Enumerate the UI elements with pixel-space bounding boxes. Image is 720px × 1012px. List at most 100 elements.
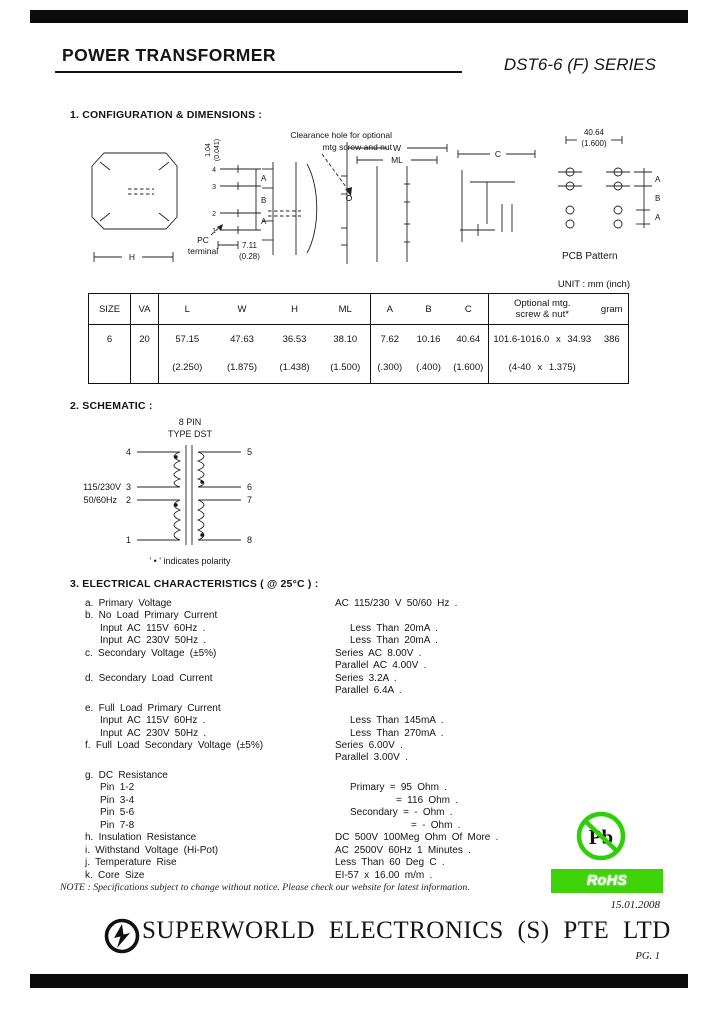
cell-ml-in: (1.500) bbox=[330, 362, 361, 373]
spec-value: Less Than 20mA . bbox=[350, 622, 438, 634]
pc-terminal-label-2: terminal bbox=[188, 246, 218, 256]
col-a: A bbox=[370, 293, 409, 325]
rear-view-drawing: W ML bbox=[341, 142, 448, 264]
schematic-pin3: 3 bbox=[126, 482, 131, 492]
spec-label: e. Full Load Primary Current bbox=[85, 702, 221, 714]
spec-value bbox=[335, 703, 660, 715]
cell-l-in: (2.250) bbox=[158, 355, 216, 384]
spec-label: a. Primary Voltage bbox=[85, 598, 172, 609]
spec-row: Parallel AC 4.00V . bbox=[85, 660, 660, 672]
spec-row: Input AC 115V 60Hz .Less Than 145mA . bbox=[85, 715, 660, 727]
footer-note: NOTE : Specifications subject to change … bbox=[60, 882, 470, 893]
table-row-inch: (2.250) (1.875) (1.438) (1.500) (.300) (… bbox=[89, 355, 629, 384]
spec-value: DC 500V 100Meg Ohm Of More . bbox=[335, 832, 499, 844]
spec-value: Parallel 6.4A . bbox=[335, 685, 402, 697]
cell-b-mm: 10.16 bbox=[416, 334, 441, 345]
cell-gram-blank bbox=[596, 355, 629, 384]
primary-frequency-label: 50/60Hz bbox=[83, 495, 117, 505]
spec-value: Less Than 145mA . bbox=[350, 715, 444, 727]
scan-edge-bottom bbox=[30, 974, 688, 988]
title-underline bbox=[55, 71, 462, 73]
spec-value: Parallel 3.00V . bbox=[335, 752, 408, 764]
dim-h-label: H bbox=[129, 252, 135, 262]
dim-ml-label: ML bbox=[391, 155, 403, 165]
spec-value: AC 115/230 V 50/60 Hz . bbox=[335, 598, 458, 609]
spec-label: Input AC 115V 60Hz . bbox=[100, 622, 206, 634]
pcb-dim-label: 40.64 bbox=[584, 128, 605, 137]
spec-value: Less Than 60 Deg C . bbox=[335, 857, 445, 869]
spec-label: c. Secondary Voltage (±5%) bbox=[85, 647, 217, 659]
col-h: H bbox=[268, 293, 321, 325]
cell-w-mm: 47.63 bbox=[230, 334, 254, 345]
cell-screw-in: (4-40 x 1.375) bbox=[488, 355, 596, 384]
spec-row: f. Full Load Secondary Voltage (±5%)Seri… bbox=[85, 740, 660, 752]
spec-label: j. Temperature Rise bbox=[85, 857, 177, 869]
pc-terminal-label-1: PC bbox=[197, 235, 209, 245]
col-c: C bbox=[448, 293, 489, 325]
spec-label bbox=[85, 660, 335, 672]
cell-ml-mm: 38.10 bbox=[333, 334, 358, 345]
spec-value: Primary = 95 Ohm . bbox=[350, 782, 447, 794]
schematic-type-line1: 8 PIN bbox=[179, 417, 202, 427]
spec-value: Less Than 20mA . bbox=[350, 635, 438, 647]
spec-row: Input AC 230V 50Hz . Less Than 20mA . bbox=[85, 635, 660, 647]
spec-value bbox=[335, 770, 660, 782]
dim-c-label: C bbox=[495, 149, 501, 159]
col-w: W bbox=[215, 293, 269, 325]
spec-value: Series AC 8.00V . bbox=[335, 647, 422, 659]
schematic-pin2: 2 bbox=[126, 495, 131, 505]
col-l: L bbox=[158, 293, 216, 325]
dim-711-label: 7.11 bbox=[242, 241, 258, 250]
cell-b-in: (.400) bbox=[416, 362, 441, 373]
spec-row: Parallel 6.4A . bbox=[85, 685, 660, 697]
page-number: PG. 1 bbox=[635, 951, 661, 962]
spec-value bbox=[335, 610, 660, 622]
spec-label: Input AC 230V 50Hz . bbox=[100, 727, 207, 739]
spec-label bbox=[85, 752, 335, 764]
company-name: SUPERWORLD ELECTRONICS (S) PTE LTD bbox=[142, 917, 671, 944]
spec-label: b. No Load Primary Current bbox=[85, 610, 218, 622]
primary-voltage-label: 115/230V bbox=[83, 482, 121, 492]
cell-w-in: (1.875) bbox=[226, 362, 258, 373]
dimension-drawings: H 4 3 2 1 A B A 7.11 (0.28) PC terminal bbox=[91, 128, 661, 264]
pcb-dim-a2-label: A bbox=[655, 213, 661, 222]
spec-value: EI-57 x 16.00 m/m . bbox=[335, 869, 433, 881]
pcb-pattern-caption: PCB Pattern bbox=[562, 251, 618, 262]
spec-label: i. Withstand Voltage (Hi-Pot) bbox=[85, 844, 219, 856]
section3-title: 3. ELECTRICAL CHARACTERISTICS ( @ 25°C )… bbox=[70, 578, 319, 590]
spec-label: Input AC 230V 50Hz . bbox=[100, 635, 207, 647]
col-va: VA bbox=[130, 293, 159, 325]
cell-size-blank bbox=[89, 355, 131, 384]
col-screw: Optional mtg. screw & nut* bbox=[488, 293, 596, 325]
page-title: POWER TRANSFORMER bbox=[62, 45, 276, 65]
pcb-dim-b-label: B bbox=[655, 194, 660, 203]
spec-label bbox=[85, 685, 335, 697]
side-view-drawing: 1.04 (0.041) bbox=[205, 139, 318, 255]
pin3-label: 3 bbox=[212, 184, 216, 191]
section2-title: 2. SCHEMATIC : bbox=[70, 400, 153, 412]
revision-date: 15.01.2008 bbox=[610, 899, 661, 911]
spec-label: f. Full Load Secondary Voltage (±5%) bbox=[85, 739, 264, 751]
dimension-table: SIZE VA L W H ML A B C Optional mtg. scr… bbox=[88, 293, 629, 384]
front-view-drawing: H bbox=[91, 152, 178, 262]
cell-size: 6 bbox=[106, 334, 113, 345]
spec-label: d. Secondary Load Current bbox=[85, 672, 213, 684]
pin-thickness-label: 1.04 bbox=[205, 143, 212, 157]
company-logo-icon bbox=[104, 918, 140, 959]
pcb-dim-inch-label: (1.600) bbox=[581, 139, 607, 148]
col-gram: gram bbox=[595, 293, 629, 325]
top-view-drawing: C bbox=[457, 149, 536, 242]
spec-value: = - Ohm . bbox=[411, 819, 461, 831]
scan-edge-top bbox=[30, 10, 688, 23]
pcb-pattern-drawing: 40.64 (1.600) A B A PCB Pattern bbox=[558, 128, 661, 262]
unit-note: UNIT : mm (inch) bbox=[557, 279, 630, 290]
pin1-label: 1 bbox=[212, 228, 216, 235]
spec-value: Parallel AC 4.00V . bbox=[335, 660, 427, 672]
clearance-label-2: mtg screw and nut bbox=[323, 142, 393, 152]
spec-value: Secondary = - Ohm . bbox=[350, 807, 453, 819]
pb-free-icon: Pb bbox=[571, 808, 631, 873]
